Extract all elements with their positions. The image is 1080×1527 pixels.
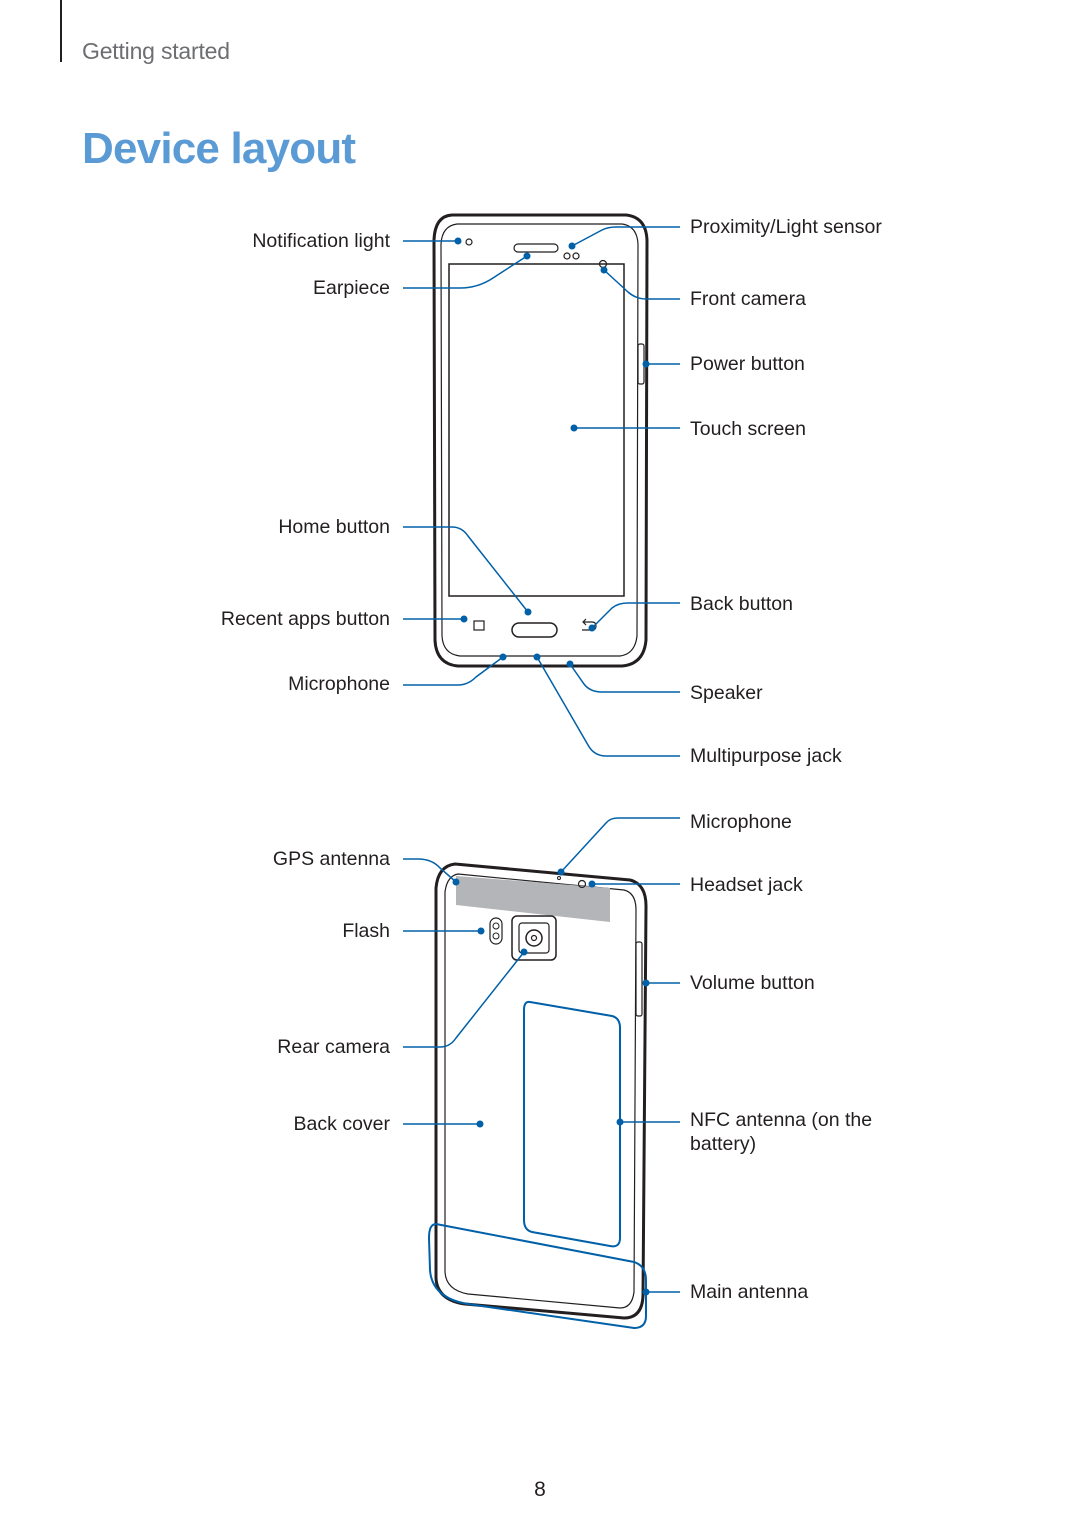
back-phone-body [434, 862, 648, 1320]
label-speaker: Speaker [690, 682, 763, 704]
main-antenna-outline [427, 1222, 647, 1330]
label-volume-button: Volume button [690, 972, 815, 994]
label-recent-apps-button: Recent apps button [220, 608, 390, 630]
page-title: Device layout [82, 124, 356, 173]
front-phone-inner-edge [440, 223, 639, 657]
label-rear-camera: Rear camera [277, 1036, 390, 1058]
label-home-button: Home button [278, 516, 390, 538]
label-gps-antenna: GPS antenna [272, 848, 390, 870]
label-multipurpose-jack: Multipurpose jack [690, 745, 842, 767]
page-number: 8 [534, 1478, 546, 1501]
earpiece-grille [513, 243, 559, 253]
volume-key [635, 941, 643, 1017]
camera-module-outer [511, 915, 557, 961]
label-front-camera: Front camera [690, 288, 806, 310]
label-headset-jack: Headset jack [690, 874, 803, 896]
gps-antenna-area [456, 876, 610, 922]
header-rule [60, 0, 62, 62]
back-callouts [403, 817, 680, 1293]
recent-apps-icon [473, 620, 485, 631]
label-nfc-antenna: NFC antenna (on the battery) [690, 1109, 873, 1155]
top-mic-hole [557, 876, 561, 880]
sensor-dot-1 [563, 252, 571, 260]
back-phone-inner-edge [444, 873, 637, 1309]
front-phone-body [432, 213, 649, 668]
section-header: Getting started [82, 38, 230, 64]
sensor-dot-2 [572, 252, 580, 260]
label-flash: Flash [342, 920, 390, 942]
front-callout-dots [454, 237, 650, 668]
front-callouts [403, 226, 680, 757]
flash-unit [489, 917, 503, 945]
rear-camera-lens [525, 929, 543, 947]
label-notification-light: Notification light [252, 230, 390, 252]
nfc-antenna-outline [523, 1000, 621, 1248]
back-callout-dots [452, 868, 650, 1296]
label-earpiece: Earpiece [313, 277, 390, 299]
notification-led [465, 238, 473, 246]
front-screen [448, 263, 625, 597]
back-phone [434, 862, 648, 1320]
label-back-cover: Back cover [293, 1113, 390, 1135]
label-microphone-back: Microphone [690, 811, 792, 833]
home-button-shape [511, 622, 558, 638]
camera-module-inner [518, 922, 550, 954]
label-microphone-front: Microphone [288, 673, 390, 695]
label-power-button: Power button [690, 353, 805, 375]
label-main-antenna: Main antenna [690, 1281, 809, 1303]
label-touch-screen: Touch screen [690, 418, 806, 440]
headset-jack-hole [577, 879, 587, 889]
front-phone [432, 213, 649, 668]
label-proximity-light-sensor: Proximity/Light sensor [690, 216, 882, 238]
label-back-button: Back button [690, 593, 793, 615]
